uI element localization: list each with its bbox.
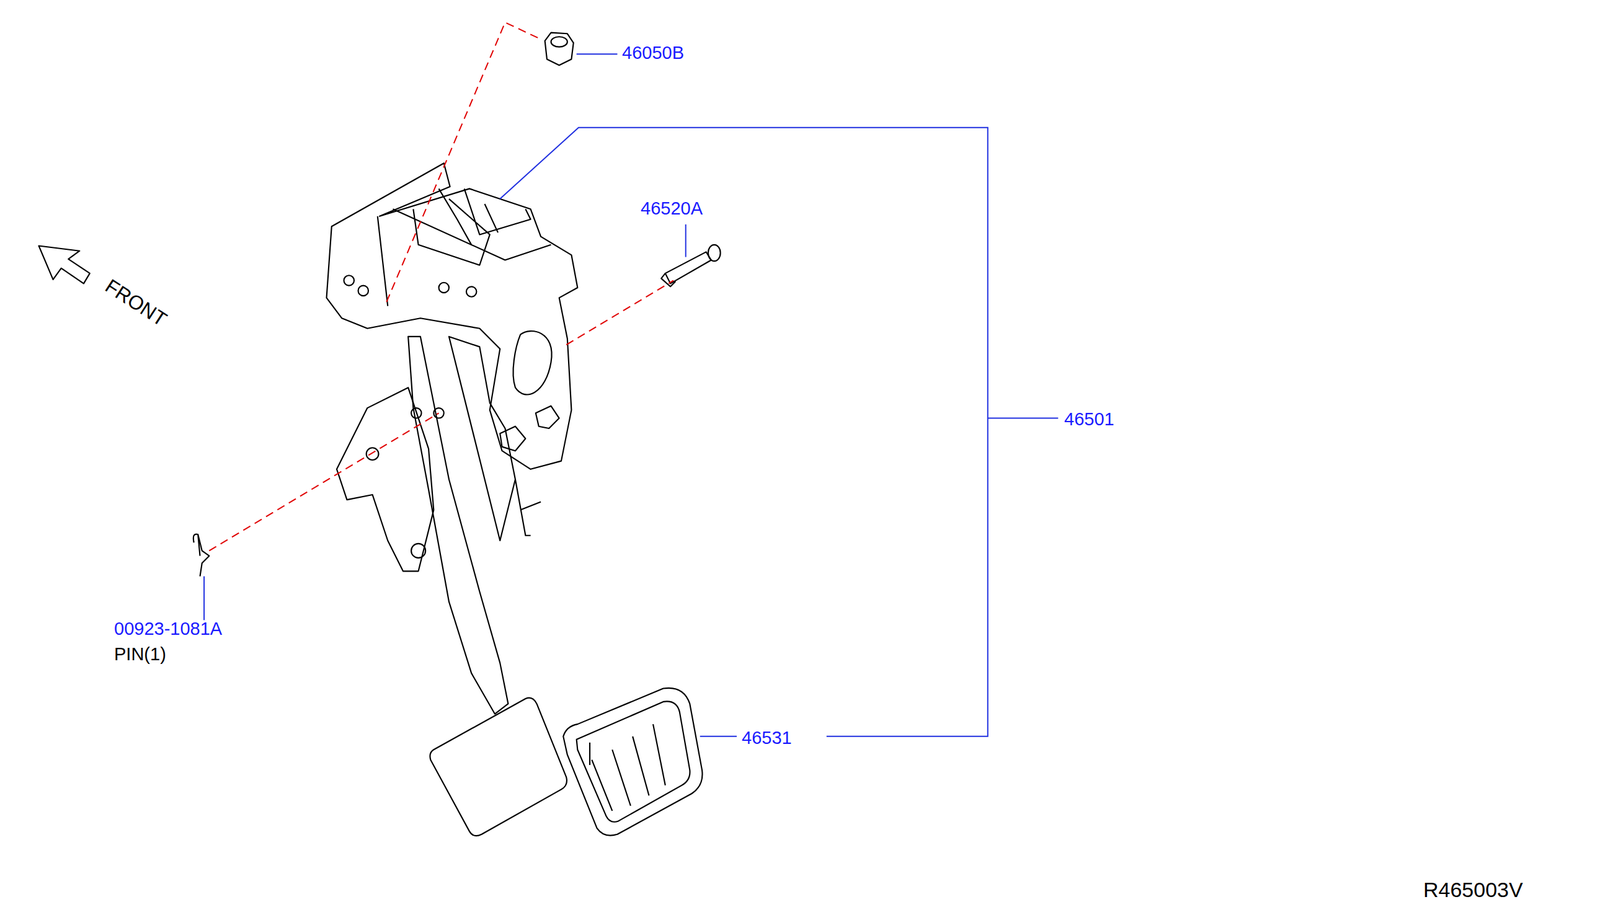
part-number: 46531 bbox=[741, 728, 792, 749]
part-name: PIN(1) bbox=[114, 644, 167, 665]
mount-line bbox=[208, 413, 439, 551]
part-number: 00923-1081A bbox=[114, 619, 223, 640]
pin bbox=[665, 251, 712, 284]
part-number: 46520A bbox=[640, 199, 703, 219]
leader-line bbox=[203, 576, 205, 621]
nut bbox=[545, 32, 574, 66]
direction-label: FRONT bbox=[101, 275, 171, 332]
pedal-pad bbox=[429, 698, 567, 837]
front-arrow bbox=[39, 246, 90, 285]
leader-line bbox=[576, 53, 618, 55]
leader-line bbox=[987, 417, 1059, 420]
part-number: 46501 bbox=[1064, 409, 1115, 430]
diagram-code: R465003V bbox=[1423, 878, 1524, 902]
leader-line bbox=[700, 736, 737, 738]
pedal-arm bbox=[408, 336, 508, 715]
mount-line bbox=[566, 280, 674, 345]
pedal-bracket bbox=[326, 163, 578, 470]
leader-line bbox=[685, 224, 687, 258]
clip bbox=[193, 534, 210, 577]
leader-line bbox=[499, 127, 988, 737]
pedal-pad-cover bbox=[563, 688, 703, 836]
part-number: 46050B bbox=[622, 43, 685, 64]
mount-line bbox=[385, 22, 538, 304]
